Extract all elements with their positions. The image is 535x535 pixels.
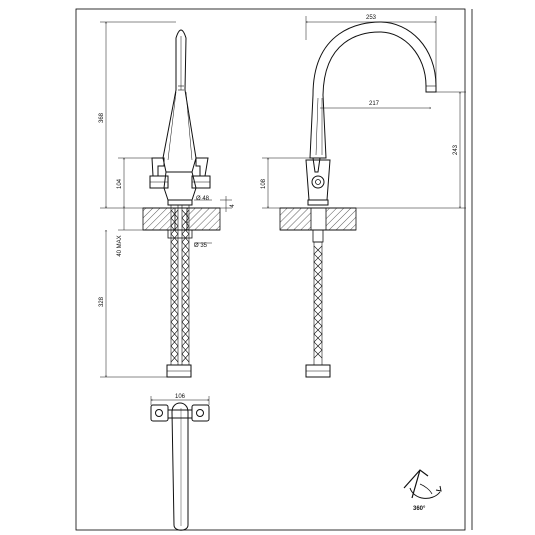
side-reach-label: 253 [366,15,377,21]
side-gooseneck-spout [309,21,437,159]
side-handle-lever [312,157,321,173]
top-dimensions [151,396,209,405]
side-handle-knob [311,175,325,189]
top-view [150,402,210,531]
sheet-frame [75,8,466,531]
front-hose-length-label: 328 [99,296,105,307]
front-hoses [166,204,192,378]
side-dimensions [262,16,466,208]
top-right-handle [191,404,210,422]
front-base-diameter-label: Ø 48 [196,196,210,202]
front-left-handle [149,157,169,189]
front-handle-height-label: 104 [117,178,123,189]
rotation-label: 360° [413,506,426,512]
side-handle-height-label: 108 [261,178,267,189]
side-body-base [305,159,331,201]
front-spout [162,29,197,173]
top-left-handle [150,404,169,422]
front-total-height-label: 368 [99,112,105,123]
front-deck-section [142,207,221,239]
front-view [149,29,211,206]
side-spout-height-label: 243 [453,144,459,155]
rotation-arrow-icon [403,469,442,499]
top-spout [171,402,189,531]
top-width-label: 106 [175,394,186,400]
front-hole-diameter-label: Ø 35 [194,243,208,249]
front-max-thickness-label: 40 MAX [117,235,123,256]
top-body [167,409,193,419]
front-body-base [163,171,197,201]
front-deck-gap-label: 4 [230,204,236,208]
side-hose [305,241,331,378]
side-view [305,21,437,206]
side-spout-projection-label: 217 [369,101,380,107]
front-dimensions [100,22,232,377]
side-deck-section [279,207,357,243]
